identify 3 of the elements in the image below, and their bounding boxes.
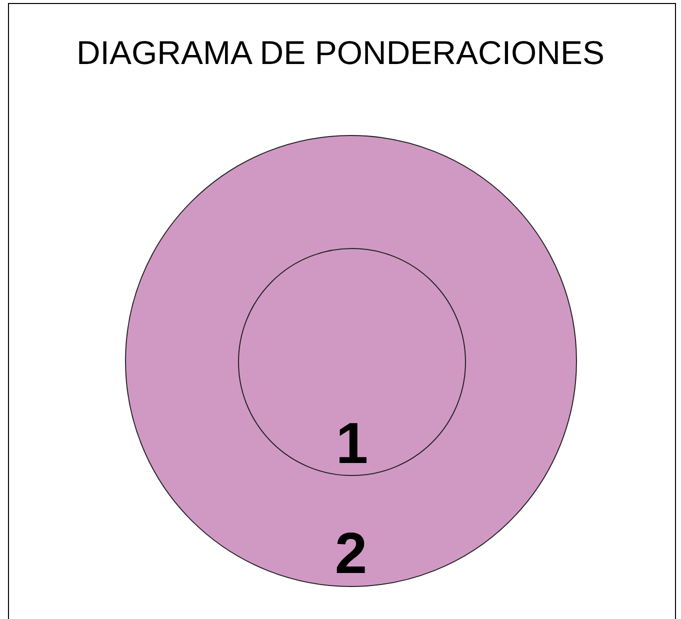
ring-number: 2 [334,524,368,584]
diagram-title: DIAGRAMA DE PONDERACIONES [75,34,606,72]
ring-number: 1 [334,414,370,474]
